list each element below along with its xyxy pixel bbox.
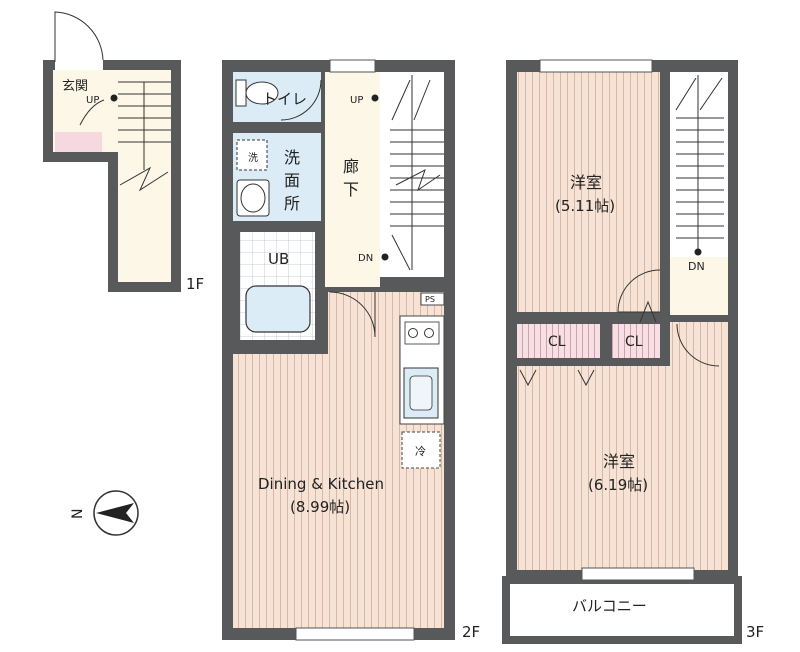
toilet-label: トイレ	[262, 90, 307, 108]
balcony-label: バルコニー	[572, 597, 647, 615]
room1-name: 洋室	[570, 173, 602, 192]
dining-door-swing	[329, 291, 376, 338]
f2-up-label: UP	[350, 95, 363, 106]
pipe-space-label: PS	[425, 295, 435, 304]
pipe-space	[420, 292, 445, 306]
closet1-label: CL	[548, 334, 566, 350]
dining-name: Dining & Kitchen	[258, 475, 384, 493]
western-room-1	[517, 72, 660, 312]
compass-arrow-icon	[96, 503, 134, 523]
f1-up-label: UP	[86, 95, 99, 106]
washroom-label-3: 所	[284, 194, 300, 213]
room2-size: (6.19帖)	[588, 476, 648, 494]
f3-stair-area	[670, 72, 728, 257]
floor-label-1f: 1F	[186, 275, 204, 293]
f3-bottom-window	[581, 567, 695, 581]
f1-up-marker	[110, 94, 118, 102]
closet-doors	[519, 369, 595, 387]
dining-size: (8.99帖)	[290, 498, 350, 516]
f3-down-marker	[694, 248, 702, 256]
corridor-label-2: 下	[343, 180, 359, 199]
room1-size: (5.11帖)	[555, 197, 615, 215]
f2-bottom-window	[295, 627, 415, 641]
room1-door-swing	[617, 269, 661, 313]
entrance-door-swing	[54, 11, 104, 62]
floor-label-3f: 3F	[746, 623, 764, 641]
closet-2	[612, 324, 660, 358]
f2-up-marker	[371, 94, 379, 102]
washer-space	[236, 139, 268, 171]
toilet-fixture	[235, 79, 279, 107]
toilet-door-swing	[280, 79, 322, 121]
washroom-label-1: 洗	[284, 148, 300, 167]
floor-3f: 洋室 (5.11帖) 洋室 (6.19帖) CL CL DN バルコニー 3F	[502, 59, 764, 644]
stove-burner-left	[408, 328, 418, 338]
north-label: N	[70, 509, 86, 519]
f1-stairs	[79, 81, 171, 192]
f3-stairs	[675, 75, 724, 250]
f3-down-label: DN	[688, 260, 705, 273]
bathtub	[245, 285, 311, 333]
f2-down-label: DN	[358, 253, 373, 264]
washroom-label-2: 面	[284, 171, 300, 190]
closet2-label: CL	[625, 334, 643, 350]
stove-burner-right	[424, 328, 434, 338]
closet-1	[517, 324, 600, 358]
f2-down-marker	[381, 253, 389, 261]
f3-landing	[670, 257, 728, 315]
entrance-tile	[55, 132, 102, 152]
washer-label: 洗	[248, 152, 258, 164]
f2-stairs	[390, 75, 444, 271]
f3-top-window	[539, 59, 653, 73]
corridor	[325, 72, 380, 287]
corridor-label-1: 廊	[343, 157, 359, 176]
floor-1f: 玄関 UP 1F	[43, 11, 204, 298]
f2-top-window	[329, 59, 376, 73]
western-room-2	[517, 366, 728, 570]
entrance-label: 玄関	[62, 79, 88, 94]
fridge-label: 冷	[415, 445, 426, 458]
washbasin	[236, 179, 270, 217]
compass: N	[70, 490, 139, 536]
room2-name: 洋室	[603, 452, 635, 471]
floor-2f: トイレ 洗 洗 面 所 UB 廊 下 UP DN PS 冷 Dining & K…	[222, 59, 480, 641]
fridge-space	[401, 431, 441, 469]
bath-label: UB	[268, 250, 289, 268]
room2-door-swing	[676, 323, 720, 367]
f1-stair-floor	[118, 152, 171, 282]
floor-label-2f: 2F	[462, 623, 480, 641]
